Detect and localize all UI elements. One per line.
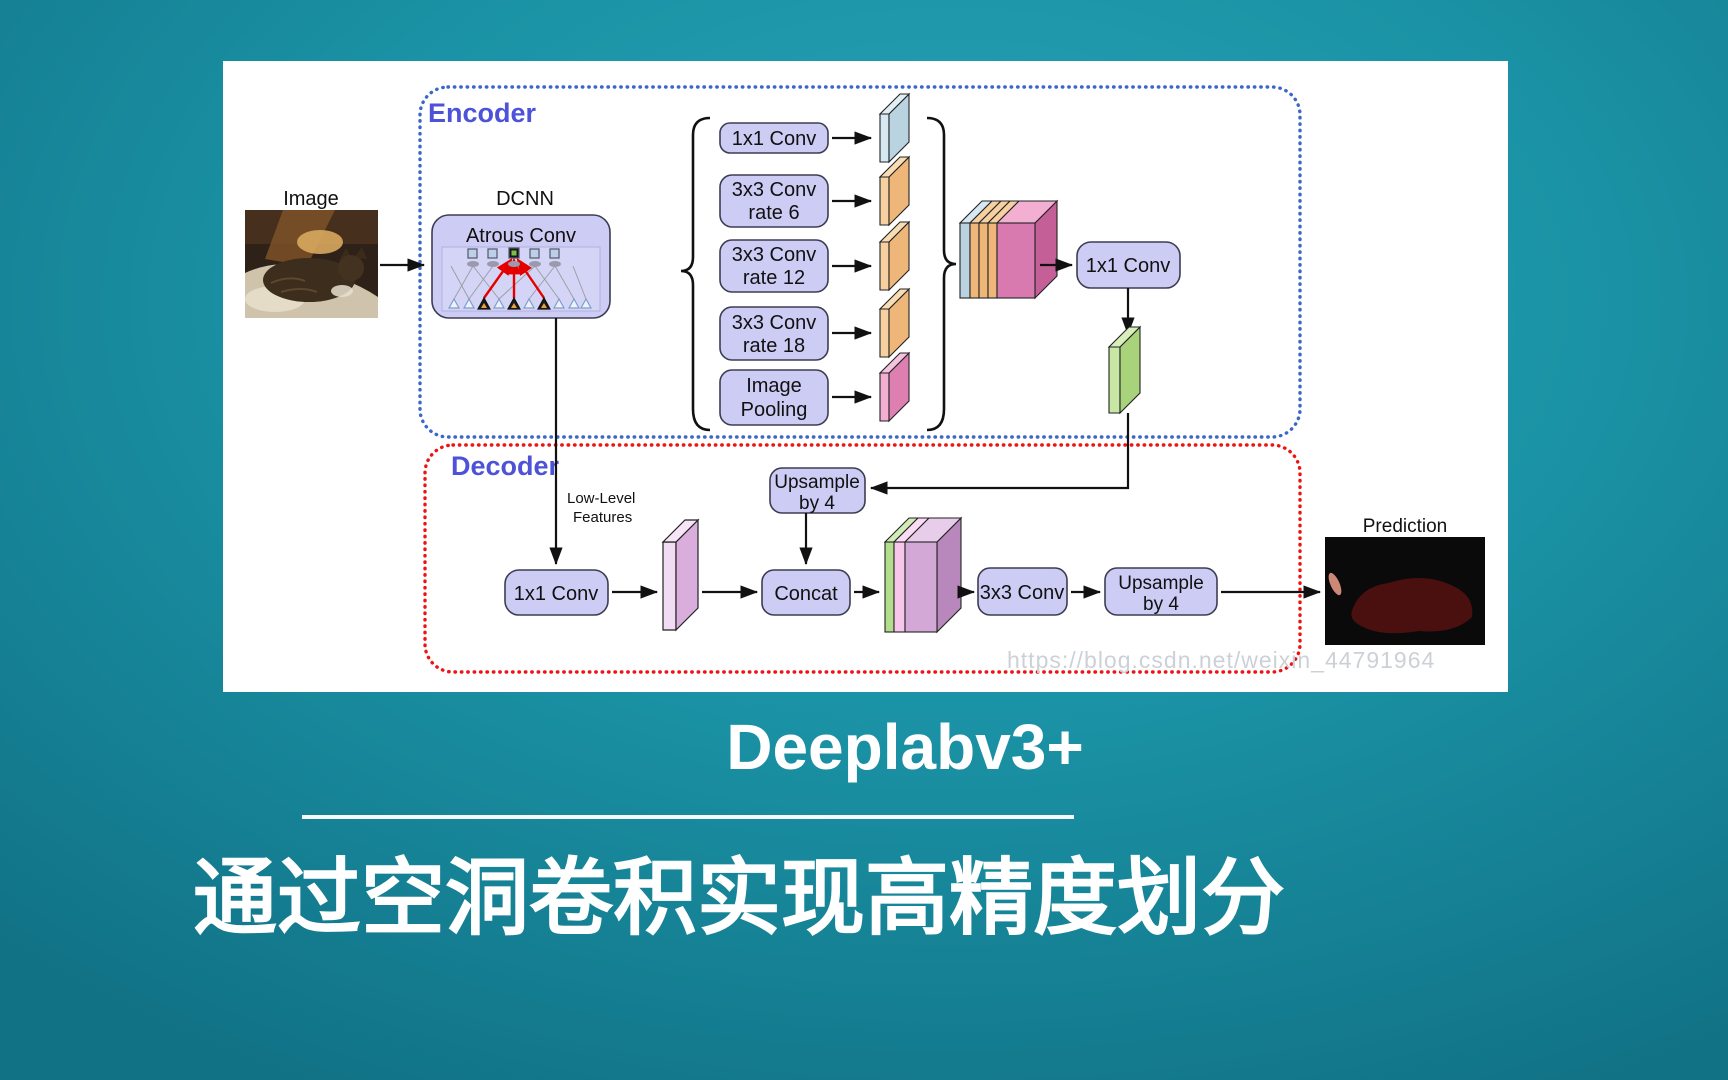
- aspp-box-4-label-2: rate 18: [743, 335, 805, 357]
- concat-label: Concat: [774, 583, 838, 605]
- feature-slab-orange-1: [878, 155, 911, 227]
- projection-1x1-conv-label: 1x1 Conv: [1086, 255, 1171, 277]
- aspp-box-3-label-1: 3x3 Conv: [732, 244, 817, 266]
- aspp-right-brace: [926, 116, 957, 432]
- aspp-box-2-label-2: rate 6: [748, 202, 799, 224]
- input-image-label: Image: [283, 188, 339, 210]
- aspp-box-rate6: [719, 174, 829, 228]
- feature-slab-orange-2: [878, 220, 911, 292]
- atrous-center-unit: [511, 250, 517, 256]
- title-underline: [302, 815, 1074, 819]
- feature-slab-pink: [878, 351, 911, 423]
- dcnn-label: DCNN: [496, 188, 554, 210]
- aspp-box-1-label: 1x1 Conv: [732, 128, 817, 150]
- aspp-box-rate12: [719, 239, 829, 293]
- upsample-out-label-1: Upsample: [1118, 573, 1204, 594]
- slide-subtitle: 通过空洞卷积实现高精度划分: [193, 851, 1286, 945]
- input-image: [245, 210, 378, 318]
- decoder-label: Decoder: [451, 451, 560, 481]
- encoder-label: Encoder: [428, 98, 537, 128]
- aspp-box-2-label-1: 3x3 Conv: [732, 179, 817, 201]
- aspp-box-5-label-2: Pooling: [741, 399, 808, 421]
- feature-slab-orange-3: [878, 287, 911, 359]
- upsample-in-label-2: by 4: [799, 493, 835, 514]
- aspp-box-1x1-conv: [719, 122, 829, 154]
- aspp-box-image-pooling: [719, 369, 829, 426]
- architecture-figure-panel: Encoder Decoder Image DCNN Atrous Conv: [223, 61, 1508, 692]
- aspp-arrows: [832, 131, 873, 404]
- aspp-left-brace: [680, 116, 711, 432]
- encoder-output-slab-green: [1107, 325, 1142, 415]
- decoder-1x1-conv-box: [504, 569, 609, 616]
- upsample-out-label-2: by 4: [1143, 594, 1179, 615]
- aspp-box-rate18: [719, 306, 829, 361]
- slide-title: Deeplabv3+: [726, 711, 1084, 783]
- aspp-box-3-label-2: rate 12: [743, 267, 805, 289]
- upsample-in-label-1: Upsample: [774, 472, 860, 493]
- aspp-box-5-label-1: Image: [746, 375, 802, 397]
- aspp-box-4-label-1: 3x3 Conv: [732, 312, 817, 334]
- decoder-concat-stack: [883, 516, 963, 634]
- deeplabv3plus-diagram: Encoder Decoder Image DCNN Atrous Conv: [245, 85, 1485, 674]
- atrous-conv-label: Atrous Conv: [466, 225, 576, 247]
- prediction-label: Prediction: [1363, 516, 1448, 537]
- decoder-3x3-conv-label: 3x3 Conv: [980, 582, 1065, 604]
- atrous-conv-illustration: [441, 246, 601, 312]
- feature-slab-blue: [878, 92, 911, 164]
- decoder-region-border: [423, 443, 1302, 674]
- aspp-concat-stack: [958, 199, 1059, 300]
- prediction-image: [1325, 537, 1485, 645]
- decoder-3x3-conv-box: [977, 567, 1068, 616]
- upsample-by4-in-box: [769, 467, 866, 514]
- low-level-features-label-2: Features: [573, 509, 632, 526]
- low-level-features-label-1: Low-Level: [567, 490, 635, 507]
- concat-box: [761, 569, 851, 616]
- lowlevel-feature-slab: [661, 518, 700, 632]
- upsample-by4-out-box: [1104, 567, 1218, 616]
- arrow-encoder-to-upsample: [869, 413, 1130, 495]
- decoder-1x1-conv-label: 1x1 Conv: [514, 583, 599, 605]
- watermark-url: https://blog.csdn.net/weixin_44791964: [1007, 647, 1435, 673]
